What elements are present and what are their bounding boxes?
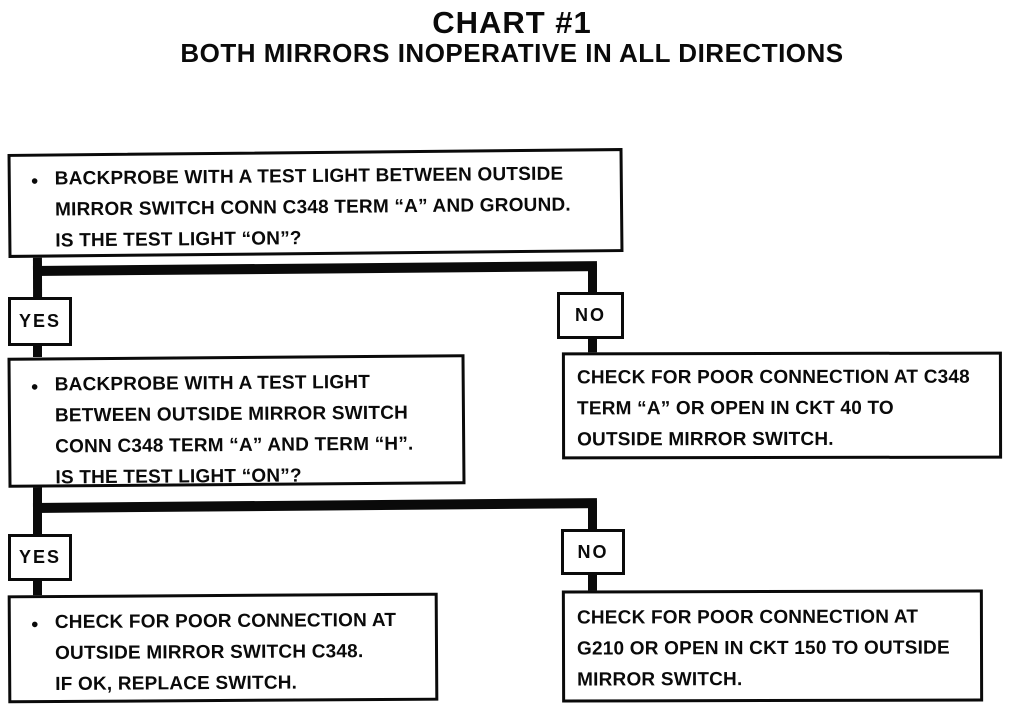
step2-line-1: BACKPROBE WITH A TEST LIGHT — [54, 371, 371, 396]
action-box-no2: CHECK FOR POOR CONNECTION AT G210 OR OPE… — [561, 589, 984, 703]
yes2-action-line-2: OUTSIDE MIRROR SWITCH C348. — [54, 641, 364, 665]
step2-line-3: CONN C348 TERM “A” AND TERM “H”. — [55, 433, 414, 458]
yes-label-1: YES — [8, 297, 72, 346]
no2-action-line-1: CHECK FOR POOR CONNECTION AT — [576, 606, 919, 629]
no1-action-line-3: OUTSIDE MIRROR SWITCH. — [577, 428, 834, 451]
step1-line-3: IS THE TEST LIGHT “ON”? — [55, 228, 302, 252]
connector-bar1-to-no1 — [588, 264, 597, 293]
connector-no2-to-action3 — [588, 573, 597, 591]
yes-label-1-text: YES — [18, 311, 62, 331]
action-box-yes2: ● CHECK FOR POOR CONNECTION AT OUTSIDE M… — [7, 592, 439, 704]
decision-box-step2: ● BACKPROBE WITH A TEST LIGHT BETWEEN OU… — [7, 354, 466, 488]
step2-line-2: BETWEEN OUTSIDE MIRROR SWITCH — [54, 402, 409, 427]
step2-line-4: IS THE TEST LIGHT “ON”? — [55, 465, 302, 489]
action-box-no1: CHECK FOR POOR CONNECTION AT C348 TERM “… — [561, 351, 1003, 460]
no1-action-line-2: TERM “A” OR OPEN IN CKT 40 TO — [576, 397, 894, 420]
no-label-2: NO — [561, 529, 625, 575]
connector-bar-2 — [32, 498, 598, 513]
no-label-1-text: NO — [575, 305, 606, 325]
connector-yes2-to-action2 — [33, 579, 42, 596]
connector-no1-to-action1 — [588, 337, 597, 353]
no-label-1: NO — [557, 292, 624, 339]
no-label-2-text: NO — [577, 541, 609, 562]
no2-action-line-3: MIRROR SWITCH. — [577, 669, 743, 691]
yes-label-2-text: YES — [18, 547, 62, 567]
yes-label-2: YES — [8, 534, 72, 581]
yes2-action-line-3: IF OK, REPLACE SWITCH. — [55, 672, 298, 696]
connector-yes1-to-step2 — [33, 344, 42, 357]
decision-box-step1: ● BACKPROBE WITH A TEST LIGHT BETWEEN OU… — [7, 148, 624, 258]
chart-title: CHART #1 — [432, 5, 592, 40]
bullet-icon: ● — [30, 378, 39, 394]
bullet-icon: ● — [30, 172, 39, 188]
bullet-icon: ● — [30, 616, 39, 632]
step1-line-2: MIRROR SWITCH CONN C348 TERM “A” AND GRO… — [54, 194, 571, 221]
chart-subtitle: BOTH MIRRORS INOPERATIVE IN ALL DIRECTIO… — [180, 38, 844, 68]
connector-bar-1 — [32, 261, 598, 276]
connector-bar2-to-no2 — [588, 501, 597, 530]
no2-action-line-2: G210 OR OPEN IN CKT 150 TO OUTSIDE — [576, 637, 950, 660]
yes2-action-line-1: CHECK FOR POOR CONNECTION AT — [54, 609, 397, 634]
no1-action-line-1: CHECK FOR POOR CONNECTION AT C348 — [576, 366, 970, 389]
